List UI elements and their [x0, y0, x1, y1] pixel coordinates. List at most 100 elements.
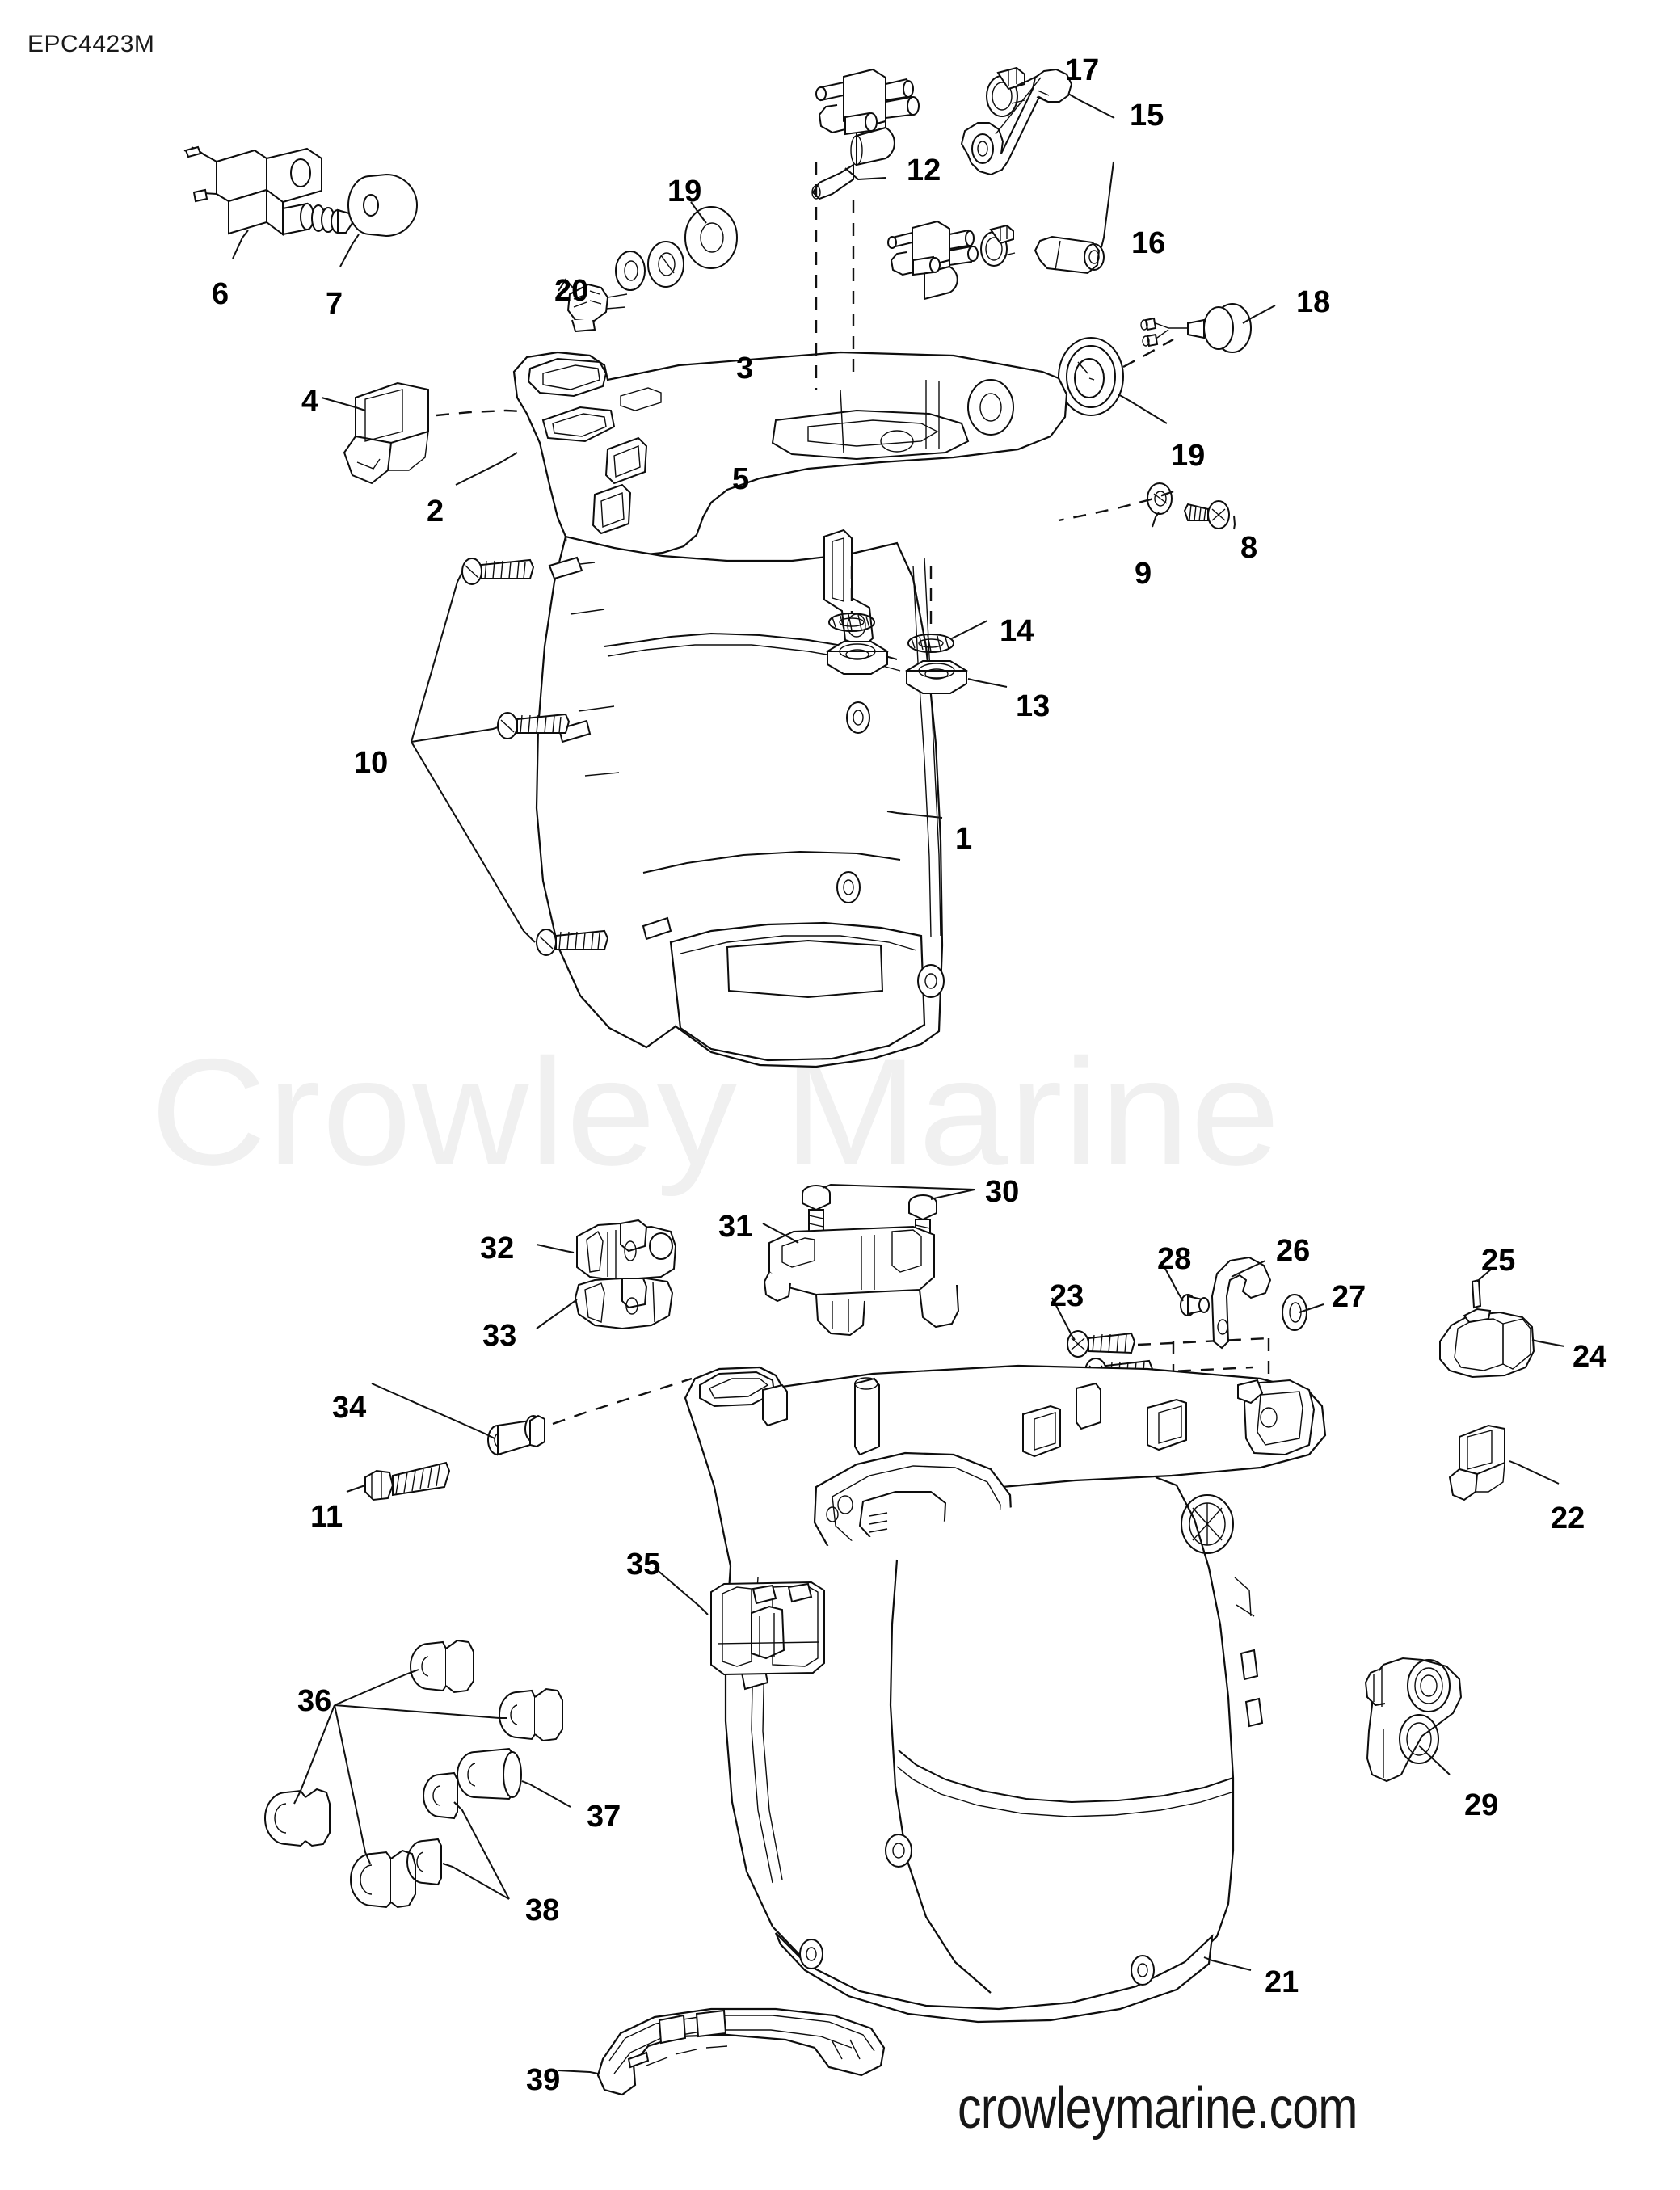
leader-36-4 — [335, 1705, 370, 1864]
callout-20[interactable]: 20 — [554, 274, 589, 308]
callout-35[interactable]: 35 — [626, 1548, 661, 1581]
callout-16[interactable]: 16 — [1131, 226, 1166, 260]
part-33-latch-lower-icon — [575, 1278, 672, 1329]
callout-1[interactable]: 1 — [955, 822, 973, 856]
part-34-spacer-icon — [488, 1416, 545, 1455]
callout-32[interactable]: 32 — [480, 1232, 515, 1266]
leader-16 — [1101, 162, 1114, 247]
callout-17[interactable]: 17 — [1065, 53, 1100, 87]
callout-14[interactable]: 14 — [1000, 614, 1034, 648]
leader-1 — [887, 811, 942, 818]
part-12-fuel-connector-icon — [812, 69, 919, 199]
assembly-axis-8-9 — [1059, 491, 1173, 520]
leader-32 — [537, 1245, 574, 1253]
callout-6[interactable]: 6 — [212, 277, 229, 311]
leader-15 — [1068, 94, 1114, 118]
callout-5[interactable]: 5 — [732, 462, 750, 496]
part-13-nut-icon-2 — [907, 661, 966, 693]
leader-13 — [968, 679, 1007, 687]
leader-21 — [1204, 1957, 1251, 1970]
leader-30-1 — [823, 1185, 975, 1190]
callout-21[interactable]: 21 — [1265, 1965, 1299, 1999]
callout-23[interactable]: 23 — [1050, 1279, 1084, 1313]
leader-22 — [1509, 1461, 1559, 1484]
part-36-grommet-icon-1 — [411, 1640, 474, 1692]
part-19-washer-icons-left — [616, 207, 737, 290]
callout-30[interactable]: 30 — [985, 1175, 1020, 1209]
callout-13[interactable]: 13 — [1016, 689, 1051, 723]
callout-37[interactable]: 37 — [587, 1800, 621, 1834]
part-8-screw-icon — [1185, 501, 1229, 529]
callout-31[interactable]: 31 — [718, 1210, 753, 1244]
callout-38[interactable]: 38 — [525, 1893, 560, 1927]
leader-10-2 — [411, 727, 498, 742]
leader-24 — [1532, 1340, 1564, 1346]
leader-26 — [1232, 1261, 1265, 1277]
part-10-screw-icon-1 — [462, 558, 533, 584]
callout-11[interactable]: 11 — [310, 1500, 343, 1534]
callout-24[interactable]: 24 — [1573, 1340, 1607, 1374]
callout-33[interactable]: 33 — [482, 1319, 517, 1353]
leader-36-2 — [335, 1705, 507, 1718]
leader-10-1 — [411, 572, 462, 742]
callout-39[interactable]: 39 — [526, 2063, 561, 2097]
callout-28[interactable]: 28 — [1157, 1242, 1192, 1276]
part-37-bushing-icon — [457, 1749, 521, 1799]
callout-2[interactable]: 2 — [427, 495, 444, 529]
part-23-screw-icon-1 — [1067, 1331, 1135, 1357]
leader-18 — [1243, 305, 1275, 323]
callout-12[interactable]: 12 — [907, 154, 941, 187]
callout-3[interactable]: 3 — [736, 352, 754, 385]
leader-25 — [1477, 1269, 1492, 1282]
leader-31 — [763, 1223, 798, 1243]
leader-11 — [347, 1485, 365, 1492]
part-12-fuel-connector-icon-2 — [888, 221, 978, 299]
leader-6 — [233, 230, 248, 259]
part-24-air-intake-cap-icon — [1440, 1309, 1534, 1377]
leader-35 — [655, 1568, 708, 1615]
part-29-cable-grommet-icon — [1366, 1658, 1461, 1781]
leader-29 — [1419, 1746, 1450, 1775]
part-38-washer-icon-1 — [423, 1773, 457, 1818]
callout-36[interactable]: 36 — [297, 1684, 332, 1718]
leader-36-3 — [294, 1705, 335, 1804]
part-22-deflector-cap-icon — [1450, 1426, 1505, 1500]
callout-10[interactable]: 10 — [354, 746, 389, 780]
callout-25[interactable]: 25 — [1481, 1244, 1516, 1278]
part-36-grommet-icon-3 — [265, 1789, 330, 1846]
leader-19-right — [1118, 394, 1167, 423]
part-27-washer-icon — [1282, 1295, 1307, 1330]
callout-4[interactable]: 4 — [301, 385, 319, 419]
leader-33 — [537, 1299, 577, 1329]
leader-39 — [558, 2070, 598, 2074]
assembly-axis-4-cowl — [436, 411, 540, 415]
leader-38-2 — [443, 1864, 509, 1899]
part-36-grommet-icon-2 — [499, 1689, 562, 1741]
callout-7[interactable]: 7 — [326, 287, 343, 321]
callout-19-b[interactable]: 19 — [1171, 439, 1206, 473]
callout-22[interactable]: 22 — [1551, 1501, 1585, 1535]
callout-19[interactable]: 19 — [667, 175, 702, 208]
part-4-air-deflector-icon — [344, 383, 428, 483]
assembly-axis-18-19 — [1123, 339, 1173, 367]
callout-9[interactable]: 9 — [1135, 557, 1152, 591]
part-21-lower-engine-cover — [685, 1366, 1325, 2022]
leader-37 — [522, 1781, 571, 1807]
callout-15[interactable]: 15 — [1130, 99, 1164, 133]
leader-20 — [558, 280, 573, 291]
leader-10-3 — [411, 742, 535, 942]
callout-8[interactable]: 8 — [1240, 531, 1258, 565]
callout-18[interactable]: 18 — [1296, 285, 1331, 319]
document-code: EPC4423M — [27, 31, 155, 57]
leader-38-1 — [454, 1802, 509, 1899]
callout-26[interactable]: 26 — [1276, 1234, 1311, 1268]
part-28-rivet-icon — [1181, 1295, 1209, 1316]
callout-27[interactable]: 27 — [1332, 1280, 1366, 1314]
part-20-connector-icon — [568, 284, 627, 331]
callout-29[interactable]: 29 — [1464, 1788, 1499, 1822]
part-26-latch-hook-icon — [1212, 1257, 1270, 1348]
callout-34[interactable]: 34 — [332, 1391, 367, 1425]
part-9-washer-icon — [1147, 483, 1172, 514]
leader-19-left — [691, 202, 706, 223]
